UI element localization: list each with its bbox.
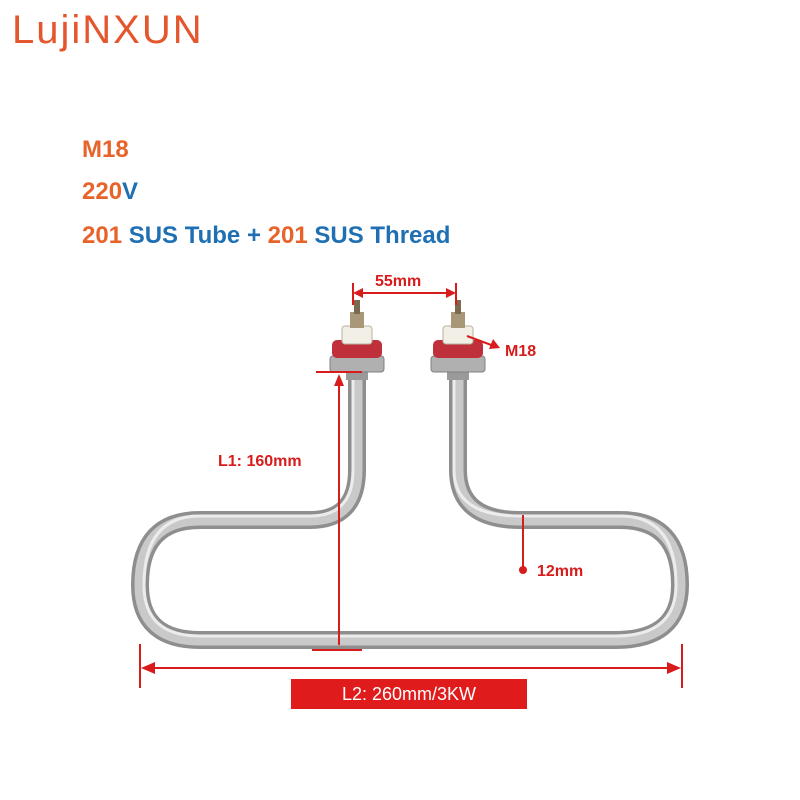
diameter-callout [519, 515, 527, 574]
length-power-badge: L2: 260mm/3KW [291, 679, 527, 709]
brand-logo: LujiNXUN [12, 8, 204, 52]
tube-grade: 201 [82, 222, 123, 249]
left-terminal [329, 300, 385, 380]
voltage-number: 220 [82, 178, 123, 205]
thread-label: SUS Thread [307, 222, 451, 249]
spec-thread-size: M18 [82, 138, 129, 162]
thread-callout-label: M18 [505, 343, 536, 360]
thread-grade: 201 [267, 222, 308, 249]
voltage-unit: V [122, 178, 139, 205]
spacing-label: 55mm [375, 273, 421, 290]
heating-tube [131, 361, 689, 649]
diameter-label: 12mm [537, 563, 583, 580]
length-2-dimension [139, 644, 683, 688]
length-1-label: L1: 160mm [218, 453, 302, 470]
length-1-dimension [312, 371, 362, 651]
tube-label: SUS Tube + [122, 222, 268, 249]
spec-voltage: 220V [82, 180, 138, 204]
spec-material: 201 SUS Tube + 201 SUS Thread [82, 224, 450, 248]
right-terminal [430, 300, 486, 380]
spacing-dimension [352, 283, 457, 305]
thread-size-text: M18 [82, 136, 129, 163]
thread-callout-arrow [466, 335, 500, 349]
